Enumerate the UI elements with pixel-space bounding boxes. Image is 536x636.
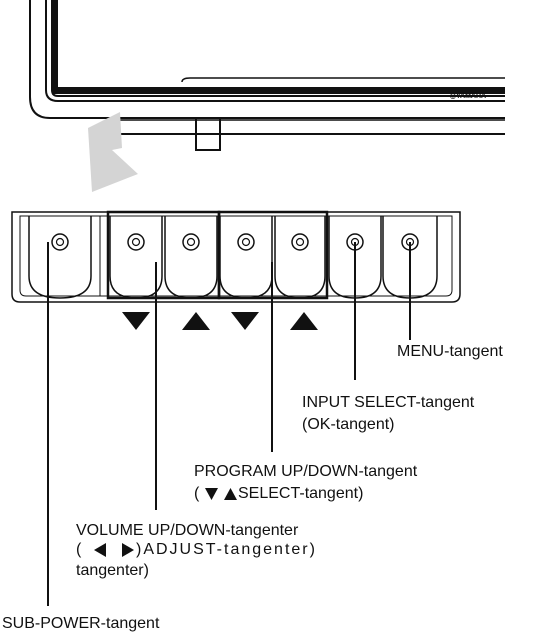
- button-volume-up[interactable]: [164, 216, 218, 299]
- volume-group-frame: [106, 210, 221, 300]
- button-program-down[interactable]: [219, 216, 273, 299]
- input-select-label-line2: (OK-tangent): [302, 416, 395, 433]
- program-up-triangle-icon: [290, 312, 318, 330]
- program-down-triangle-icon: [231, 312, 259, 330]
- control-panel: [11, 211, 461, 303]
- button-sub-power[interactable]: [28, 216, 92, 299]
- volume-label-open-paren: (: [76, 541, 82, 558]
- volume-label-line1: VOLUME UP/DOWN-tangenter: [76, 522, 299, 539]
- sub-power-label: SUB-POWER-tangent: [2, 615, 160, 632]
- monitor-brand-logo: ◎YAMAHA: [450, 93, 486, 100]
- volume-label-line2: )ADJUST-tangenter): [136, 541, 317, 558]
- input-select-label-line1: INPUT SELECT-tangent: [302, 394, 475, 411]
- button-volume-down[interactable]: [109, 216, 163, 299]
- leader-lines: [47, 242, 411, 606]
- volume-label-line3: tangenter): [76, 562, 149, 579]
- label-down-triangle-icon: [205, 488, 218, 500]
- volume-down-triangle-icon: [122, 312, 150, 330]
- button-program-up[interactable]: [274, 216, 326, 299]
- program-label-line1: PROGRAM UP/DOWN-tangent: [194, 463, 418, 480]
- label-up-triangle-icon: [224, 488, 237, 500]
- program-label-line2: SELECT-tangent): [238, 485, 364, 502]
- label-right-triangle-icon: [122, 543, 134, 557]
- menu-label: MENU-tangent: [397, 343, 503, 360]
- program-label-open-paren: (: [194, 485, 200, 502]
- volume-up-triangle-icon: [182, 312, 210, 330]
- pointer-arrow: [88, 112, 138, 192]
- label-left-triangle-icon: [94, 543, 106, 557]
